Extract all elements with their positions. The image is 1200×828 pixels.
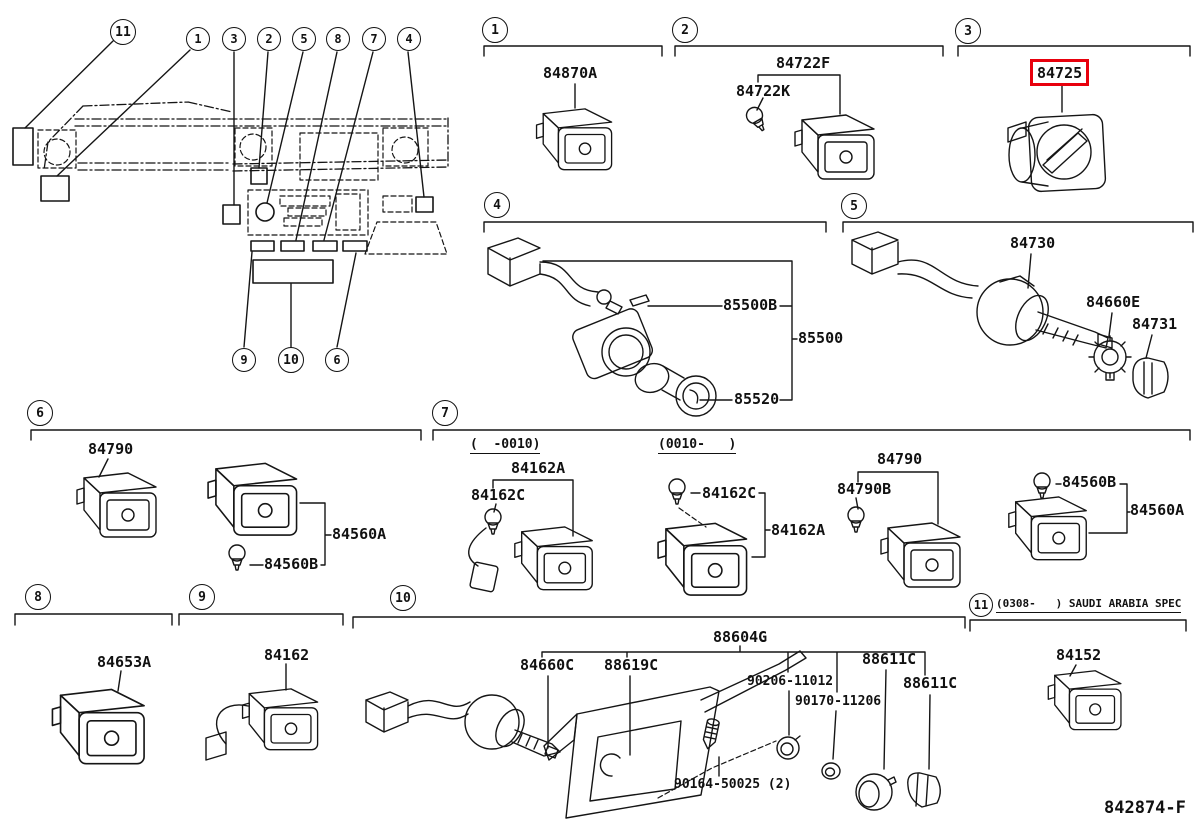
part-drawing-88611c-ring (855, 773, 897, 811)
part-label-88604g: 88604G (713, 628, 768, 646)
section-circle-11: 11 (969, 593, 993, 617)
variant-label-late: (0010- ) (658, 437, 737, 454)
callout-10: 10 (278, 347, 304, 373)
part-label-84560b-s6: 84560B (264, 555, 319, 573)
part-label-84790b: 84790B (837, 480, 892, 498)
part-drawing-84162a-left (468, 508, 593, 593)
part-label-84162a-right: 84162A (771, 521, 826, 539)
part-drawing-84660e (1088, 335, 1132, 381)
part-label-84722k: 84722K (736, 82, 791, 100)
callout-11: 11 (110, 19, 136, 45)
leader-lines (98, 74, 1153, 799)
part-drawing-84790-s6 (76, 472, 157, 538)
part-label-84790-mid: 84790 (877, 450, 923, 468)
part-label-85520: 85520 (734, 390, 780, 408)
part-label-85500b: 85500B (723, 296, 778, 314)
part-drawing-84870a (535, 108, 613, 171)
part-drawing-88611c-cap (907, 772, 941, 808)
part-drawing-84560a-s6 (207, 462, 298, 571)
part-label-88611c-cap: 88611C (903, 674, 958, 692)
callout-5: 5 (292, 27, 316, 51)
part-label-84730: 84730 (1010, 234, 1056, 252)
part-label-84790-s6: 84790 (88, 440, 134, 458)
section-circle-8: 8 (25, 584, 51, 610)
part-label-84162: 84162 (264, 646, 310, 664)
part-label-84725: 84725 (1037, 64, 1083, 82)
part-label-84152: 84152 (1056, 646, 1102, 664)
part-label-88619c: 88619C (604, 656, 659, 674)
section-circle-7: 7 (432, 400, 458, 426)
callout-1: 1 (186, 27, 210, 51)
part-label-84731: 84731 (1132, 315, 1178, 333)
part-label-84660c: 84660C (520, 656, 575, 674)
part-label-84560b-far: 84560B (1062, 473, 1117, 491)
section-circle-2: 2 (672, 17, 698, 43)
part-label-84660e: 84660E (1086, 293, 1141, 311)
callout-8: 8 (326, 27, 350, 51)
variant-label-early: ( -0010) (470, 437, 541, 454)
part-label-84870a: 84870A (543, 64, 598, 82)
callout-2: 2 (257, 27, 281, 51)
part-drawing-84152 (1047, 670, 1122, 731)
section-circle-4: 4 (484, 192, 510, 218)
section-brackets (14, 45, 1194, 632)
highlighted-part-box[interactable]: 84725 (1030, 59, 1090, 86)
callout-3: 3 (222, 27, 246, 51)
part-label-84722f: 84722F (776, 54, 831, 72)
section-circle-6: 6 (27, 400, 53, 426)
callout-4: 4 (397, 27, 421, 51)
part-label-90164-50025: 90164-50025 (2) (674, 777, 792, 792)
part-label-84162c-right: 84162C (702, 484, 757, 502)
part-label-84653a: 84653A (97, 653, 152, 671)
spec-note-saudi-arabia: (0308- ) SAUDI ARABIA SPEC (996, 597, 1182, 613)
part-drawing-84162 (205, 688, 319, 761)
part-drawing-90206-nut (776, 735, 801, 760)
dashboard-sketch (12, 40, 449, 348)
part-label-84162a-left: 84162A (511, 459, 566, 477)
callout-9: 9 (232, 348, 256, 372)
part-label-90206-11012: 90206-11012 (747, 674, 834, 689)
part-drawing-90164-screw (701, 717, 721, 751)
section-circle-5: 5 (841, 193, 867, 219)
part-drawing-84722f (742, 103, 875, 180)
part-drawing-84653a (51, 688, 145, 765)
part-drawing-85500 (487, 237, 717, 417)
part-drawing-84790-mid (847, 506, 961, 588)
part-drawing-84660c (365, 691, 561, 759)
callout-6: 6 (325, 348, 349, 372)
part-drawing-84730 (851, 231, 1113, 349)
part-label-84560a-far: 84560A (1130, 501, 1185, 519)
part-drawing-84731 (1132, 357, 1169, 399)
part-label-84560a-s6: 84560A (332, 525, 387, 543)
section-circle-10: 10 (390, 585, 416, 611)
section-circle-3: 3 (955, 18, 981, 44)
part-label-90170-11206: 90170-11206 (795, 694, 882, 709)
section-circle-1: 1 (482, 17, 508, 43)
figure-code: 842874-F (1104, 798, 1186, 818)
part-label-84162c-left: 84162C (471, 486, 526, 504)
part-drawing-84725 (1007, 113, 1107, 193)
part-drawing-90170-clamp (821, 762, 841, 780)
part-drawing-88619c (543, 650, 807, 819)
callout-7: 7 (362, 27, 386, 51)
part-label-88611c-ring: 88611C (862, 650, 917, 668)
part-label-85500: 85500 (798, 329, 844, 347)
section-circle-9: 9 (189, 584, 215, 610)
